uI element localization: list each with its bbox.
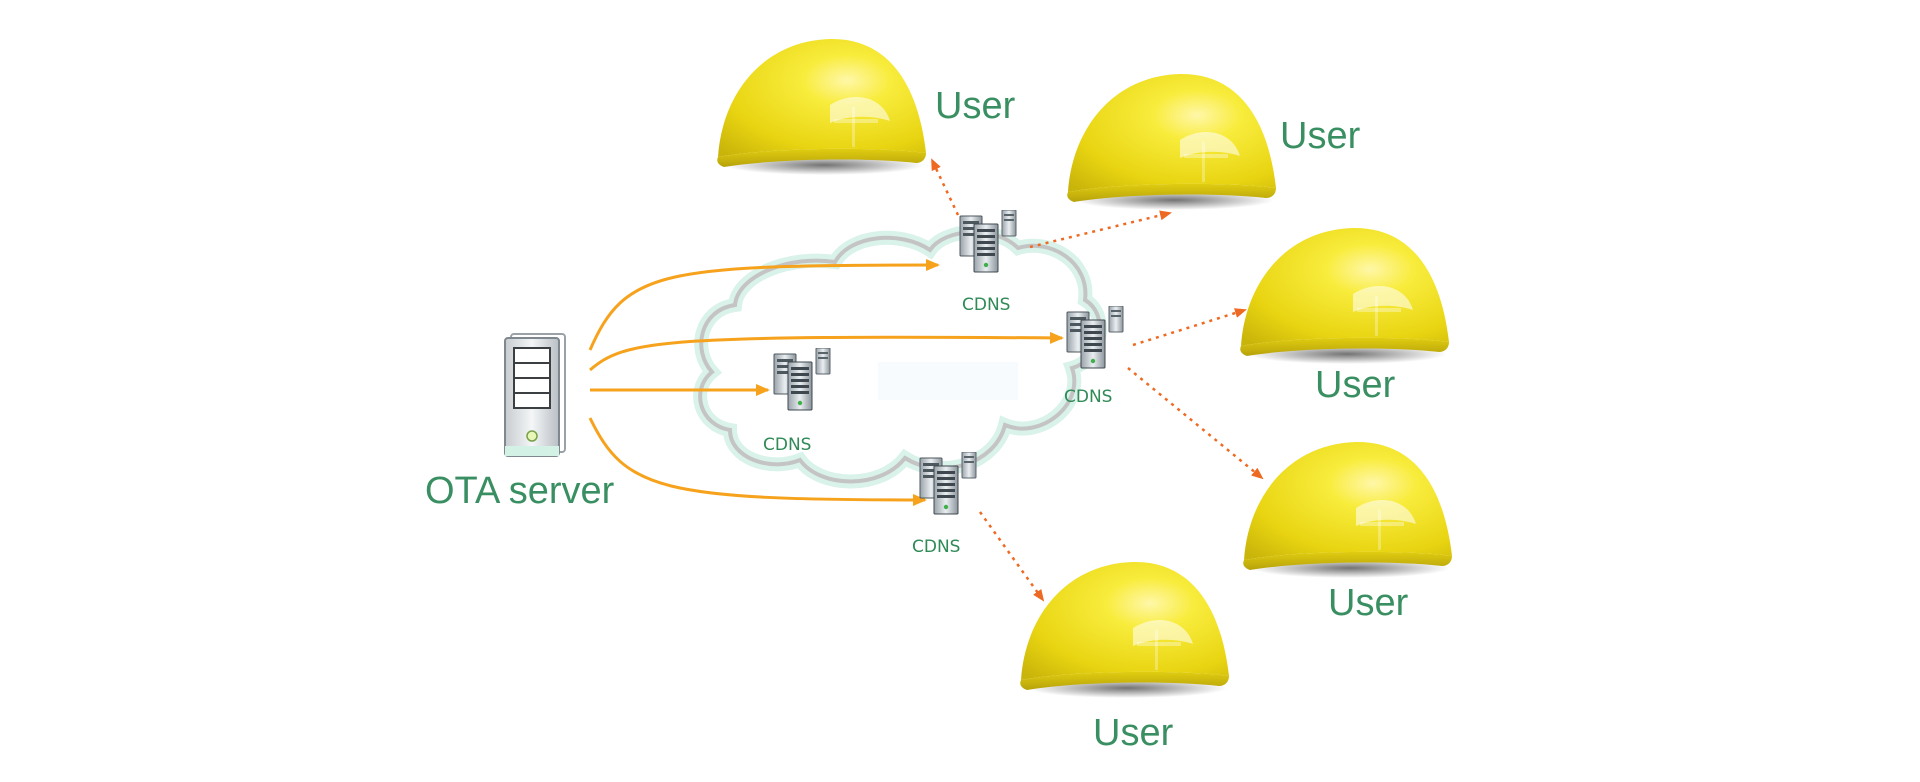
cdns-label: CDNS [912,537,960,557]
user-4: User [1243,441,1452,624]
cdns-node-top: CDNS [959,210,1017,315]
cdns-label: CDNS [962,295,1010,315]
helmet-icon [1020,561,1229,698]
helmet-icon [1243,441,1452,578]
cdns-to-user-arrows [930,158,1264,602]
cdns-label: CDNS [1064,387,1112,407]
network-cloud [693,225,1107,489]
arrow-to-cdns-bottom [588,417,927,506]
cdns-label: CDNS [763,435,811,455]
user-2: User [1067,73,1361,210]
arrow-to-user-3 [1132,308,1247,347]
user-5: User [1020,561,1229,754]
server-to-cdns-arrows [588,259,1064,506]
cdns-node-left: CDNS [763,348,831,455]
user-label: User [1315,364,1396,406]
server-tower-icon [504,333,566,457]
arrow-to-user-1 [930,158,960,216]
user-label: User [1280,115,1361,157]
user-3: User [1240,227,1449,406]
cdns-node-bottom: CDNS [912,452,977,557]
arrow-to-cdns-top [588,259,940,351]
user-1: User [717,38,1016,175]
server-rack-icon [773,348,831,411]
ota-server-label: OTA server [425,470,615,512]
helmet-icon [1067,73,1276,210]
user-label: User [935,85,1016,127]
cdns-node-right: CDNS [1064,306,1124,407]
arrow-to-user-5 [978,511,1045,602]
ota-server: OTA server [425,333,615,512]
helmet-icon [1240,227,1449,364]
arrow-to-cdns-right [589,331,1064,372]
arrow-to-user-4 [1127,367,1264,480]
arrow-to-user-2 [1029,210,1172,249]
user-label: User [1093,712,1174,754]
user-label: User [1328,582,1409,624]
helmet-icon [717,38,926,175]
